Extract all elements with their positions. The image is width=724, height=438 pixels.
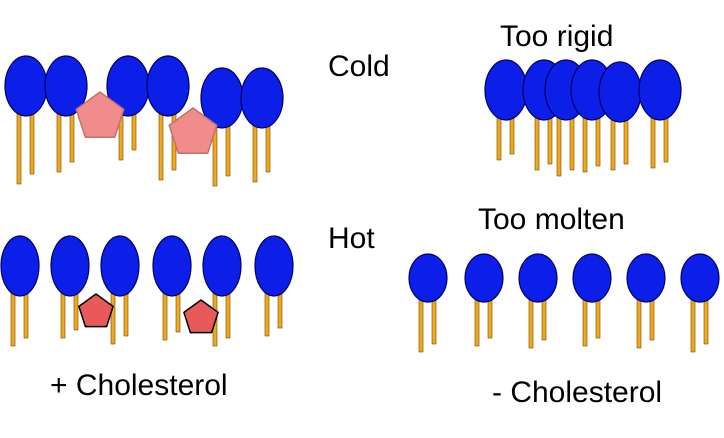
too-rigid-label: Too rigid — [500, 20, 614, 53]
phospholipid-head-icon — [254, 235, 294, 297]
phospholipid-head-icon — [0, 235, 40, 297]
phospholipid-head-icon — [598, 61, 642, 123]
phospholipid-head-icon — [240, 67, 284, 129]
phospholipid-head-icon — [146, 55, 190, 117]
phospholipid-head-icon — [100, 235, 140, 297]
phospholipid-head-icon — [638, 59, 682, 121]
cold-label: Cold — [328, 50, 390, 83]
too-molten-label: Too molten — [478, 203, 625, 236]
phospholipid-head-icon — [4, 55, 48, 117]
minus-cholesterol-label: - Cholesterol — [492, 376, 663, 409]
phospholipid-head-icon — [44, 55, 88, 117]
phospholipid-head-icon — [408, 253, 448, 303]
phospholipid-head-icon — [464, 253, 504, 303]
hot-label: Hot — [328, 222, 375, 255]
phospholipid-head-icon — [572, 253, 612, 303]
cholesterol-pentagon-icon — [168, 107, 218, 154]
lipid-heads-layer — [0, 55, 720, 303]
phospholipid-head-icon — [626, 253, 666, 303]
cholesterol-layer — [75, 91, 219, 334]
cholesterol-pentagon-icon — [183, 299, 219, 334]
phospholipid-head-icon — [484, 59, 528, 121]
phospholipid-head-icon — [50, 235, 90, 297]
phospholipid-head-icon — [152, 235, 192, 297]
plus-cholesterol-label: + Cholesterol — [50, 369, 228, 402]
cholesterol-pentagon-icon — [78, 293, 114, 328]
phospholipid-head-icon — [680, 253, 720, 303]
phospholipid-head-icon — [202, 235, 242, 297]
cholesterol-pentagon-icon — [75, 91, 125, 138]
phospholipid-head-icon — [518, 253, 558, 303]
